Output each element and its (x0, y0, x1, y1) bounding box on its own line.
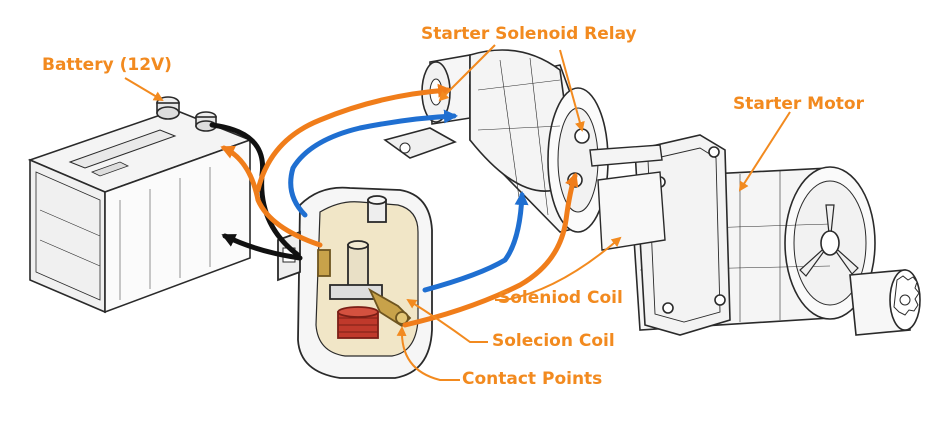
label-soleniod-coil: Soleniod Coil (498, 288, 623, 308)
label-starter-solenoid-relay: Starter Solenoid Relay (421, 24, 637, 44)
battery-negative-terminal (195, 111, 217, 132)
label-battery: Battery (12V) (42, 55, 172, 75)
label-contact-points: Contact Points (462, 369, 603, 389)
label-starter-motor: Starter Motor (733, 94, 864, 114)
battery-positive-terminal (156, 96, 180, 120)
starter-solenoid-relay (383, 49, 609, 233)
leader-battery (124, 77, 164, 102)
starter-motor (629, 134, 921, 336)
leader-motor (738, 111, 791, 192)
contact-points (317, 249, 412, 328)
leader-relay-left (438, 44, 496, 102)
blue-wire-housing-to-solenoid (422, 191, 529, 293)
black-wire-return (221, 233, 303, 261)
battery (27, 96, 253, 314)
orange-wire-housing-to-battery (220, 145, 323, 248)
solenoid-housing (277, 186, 433, 379)
solenoid-top-bolt (367, 195, 387, 223)
orange-wire-housing-to-solenoid (402, 172, 579, 328)
orange-wire-battery-to-relay (255, 83, 452, 193)
leader-lines (124, 44, 791, 381)
leader-soleniod-coil (495, 236, 622, 301)
mounting-bracket (383, 127, 457, 159)
solenoid-coil-winding (337, 306, 379, 339)
leader-relay-right (559, 49, 585, 132)
leader-contact-points (396, 326, 460, 381)
starter-drive-pinion (849, 269, 921, 336)
wires (209, 83, 579, 328)
plunger-shaft (589, 144, 666, 251)
leader-solecion-coil (406, 298, 488, 343)
blue-wire-housing-to-relay (288, 109, 458, 218)
label-solecion-coil: Solecion Coil (492, 331, 615, 351)
